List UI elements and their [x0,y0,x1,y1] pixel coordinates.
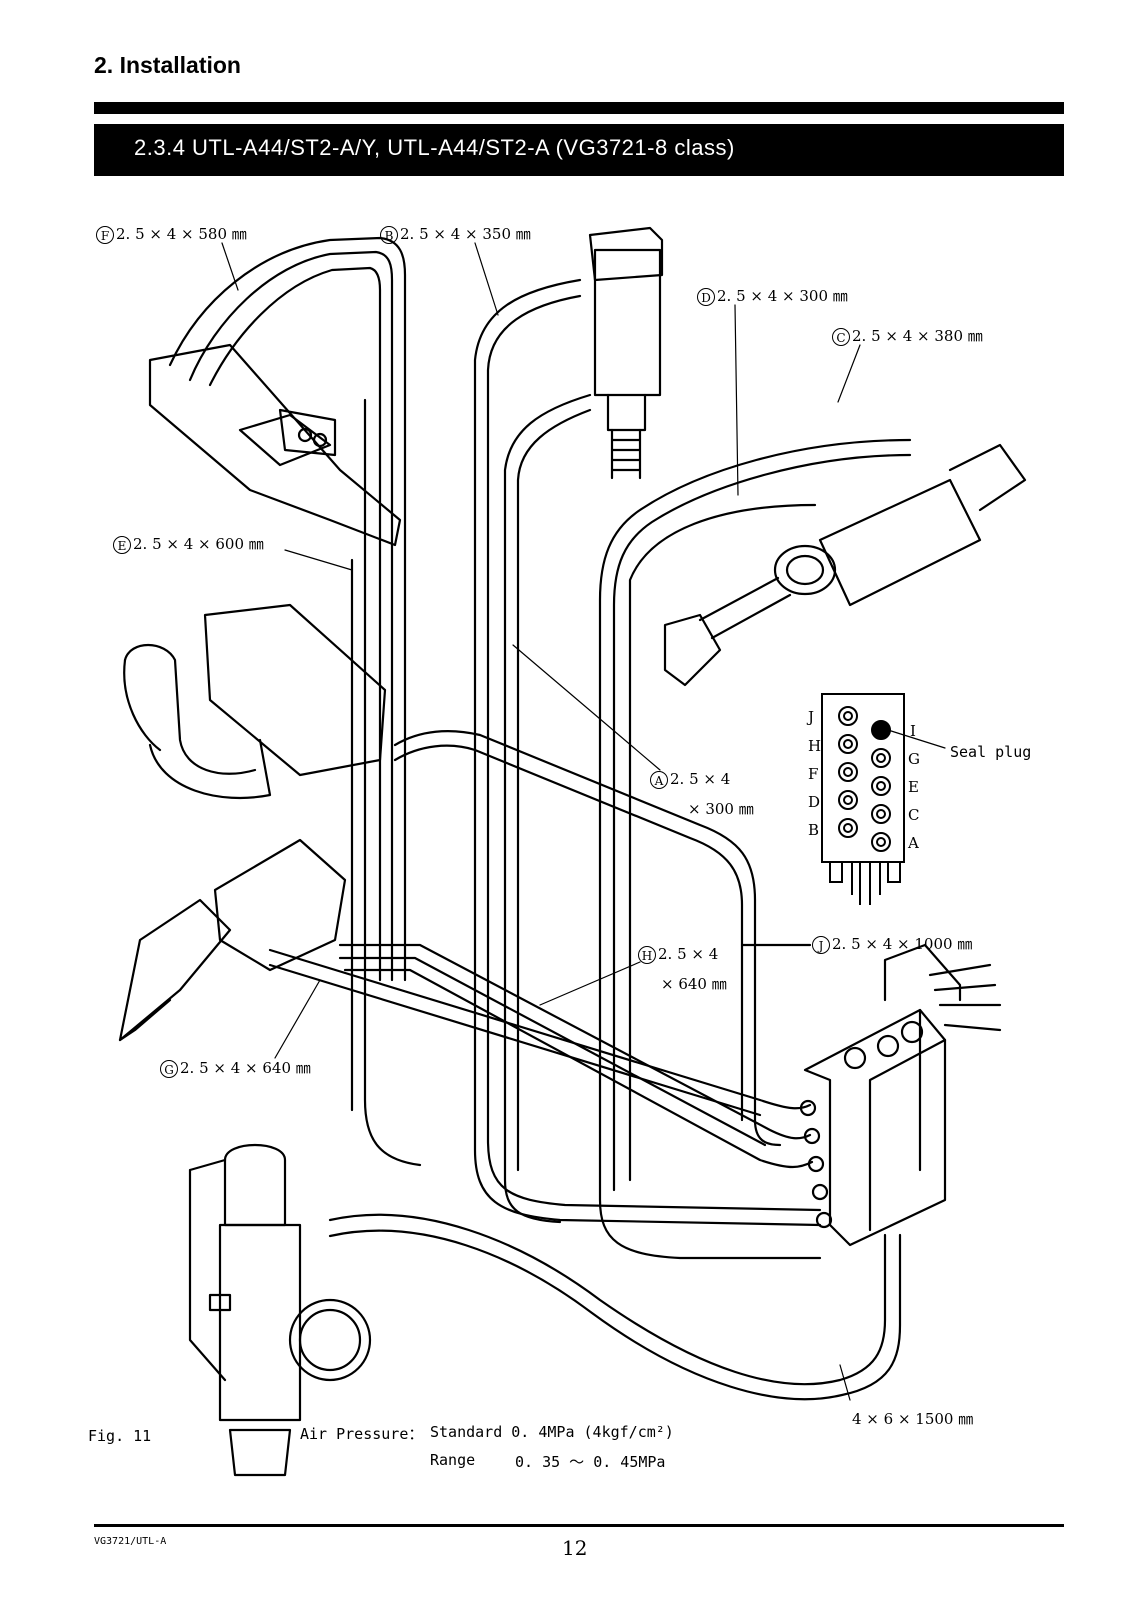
filter-regulator [223,1143,287,1227]
tube-g [268,948,812,1110]
lower-left-mechanism [213,838,347,972]
tube-letter-g: G [160,1060,178,1078]
leader-h [539,961,641,1006]
spec-tube-b: 2. 5 × 4 × 350 ㎜ [400,225,531,243]
leader-a [512,644,661,771]
leader-d [734,304,739,496]
main-supply-tube [328,1213,887,1386]
port-g: G [908,750,920,768]
spec-tube-j: 2. 5 × 4 × 1000 ㎜ [832,935,973,953]
leader-main [839,1364,851,1401]
figure-caption: Fig. 11 [88,1427,152,1445]
tube-letter-f: F [96,226,114,244]
tube-h [338,943,812,1140]
leader-f [221,242,239,291]
port-i: I [910,722,916,740]
air-pressure-range-label: Range [430,1451,476,1469]
tube-letter-a: A [650,771,668,789]
document-code: VG3721/UTL-A [94,1536,167,1547]
tube-letter-c: C [832,328,850,346]
side-cylinder [818,478,982,607]
tube-a [393,730,782,1147]
middle-left-block [203,603,387,777]
tube-letter-e: E [113,536,131,554]
header-rule [94,102,1064,114]
leader-g [274,979,321,1059]
tube-f [168,236,407,982]
port-d: D [808,793,821,811]
spec-tube-g: 2. 5 × 4 × 640 ㎜ [180,1059,311,1077]
tube-c [598,438,912,1260]
section-heading: 2. Installation [94,52,241,78]
tube-d [628,503,817,1182]
valve-port-block [821,693,905,905]
footer-rule [94,1524,1064,1527]
label-tube-a-line2: × 300 ㎜ [688,800,754,818]
leader-e [284,549,353,571]
spec-tube-d: 2. 5 × 4 × 300 ㎜ [717,287,848,305]
port-a: A [908,834,919,852]
top-cylinder [593,248,662,397]
port-b: B [808,821,820,839]
port-e: E [908,778,919,796]
spec-tube-h-1: 2. 5 × 4 [658,945,719,963]
label-main-tube: 4 × 6 × 1500 ㎜ [852,1410,974,1428]
air-pressure-label: Air Pressure： [300,1425,424,1443]
leader-c [837,344,861,403]
spec-tube-c: 2. 5 × 4 × 380 ㎜ [852,327,983,345]
tube-letter-d: D [697,288,715,306]
page-title: 2.3.4 UTL-A44/ST2-A/Y, UTL-A44/ST2-A (VG… [134,135,735,160]
tube-letter-h: H [638,946,656,964]
seal-plug-label: Seal plug [950,743,1032,761]
tube-letter-b: B [380,226,398,244]
spec-tube-e: 2. 5 × 4 × 600 ㎜ [133,535,264,553]
air-pressure-range-value: 0. 35 〜 0. 45MPa [515,1453,666,1471]
leader-seal [887,729,946,749]
port-h: H [808,737,822,755]
title-bar: 2.3.4 UTL-A44/ST2-A/Y, UTL-A44/ST2-A (VG… [94,124,1064,176]
top-left-mechanism [148,343,402,547]
port-f: F [808,765,819,783]
leader-b [474,242,499,316]
air-pressure-standard: Standard 0. 4MPa (4kgf/cm²) [430,1423,674,1441]
page-number: 12 [562,1536,588,1560]
label-tube-h-line2: × 640 ㎜ [661,975,727,993]
port-c: C [908,806,920,824]
spec-tube-f: 2. 5 × 4 × 580 ㎜ [116,225,247,243]
tube-letter-j: J [812,936,830,954]
valve-manifold [803,1008,947,1247]
port-j: J [808,708,815,726]
spec-tube-a-1: 2. 5 × 4 [670,770,731,788]
